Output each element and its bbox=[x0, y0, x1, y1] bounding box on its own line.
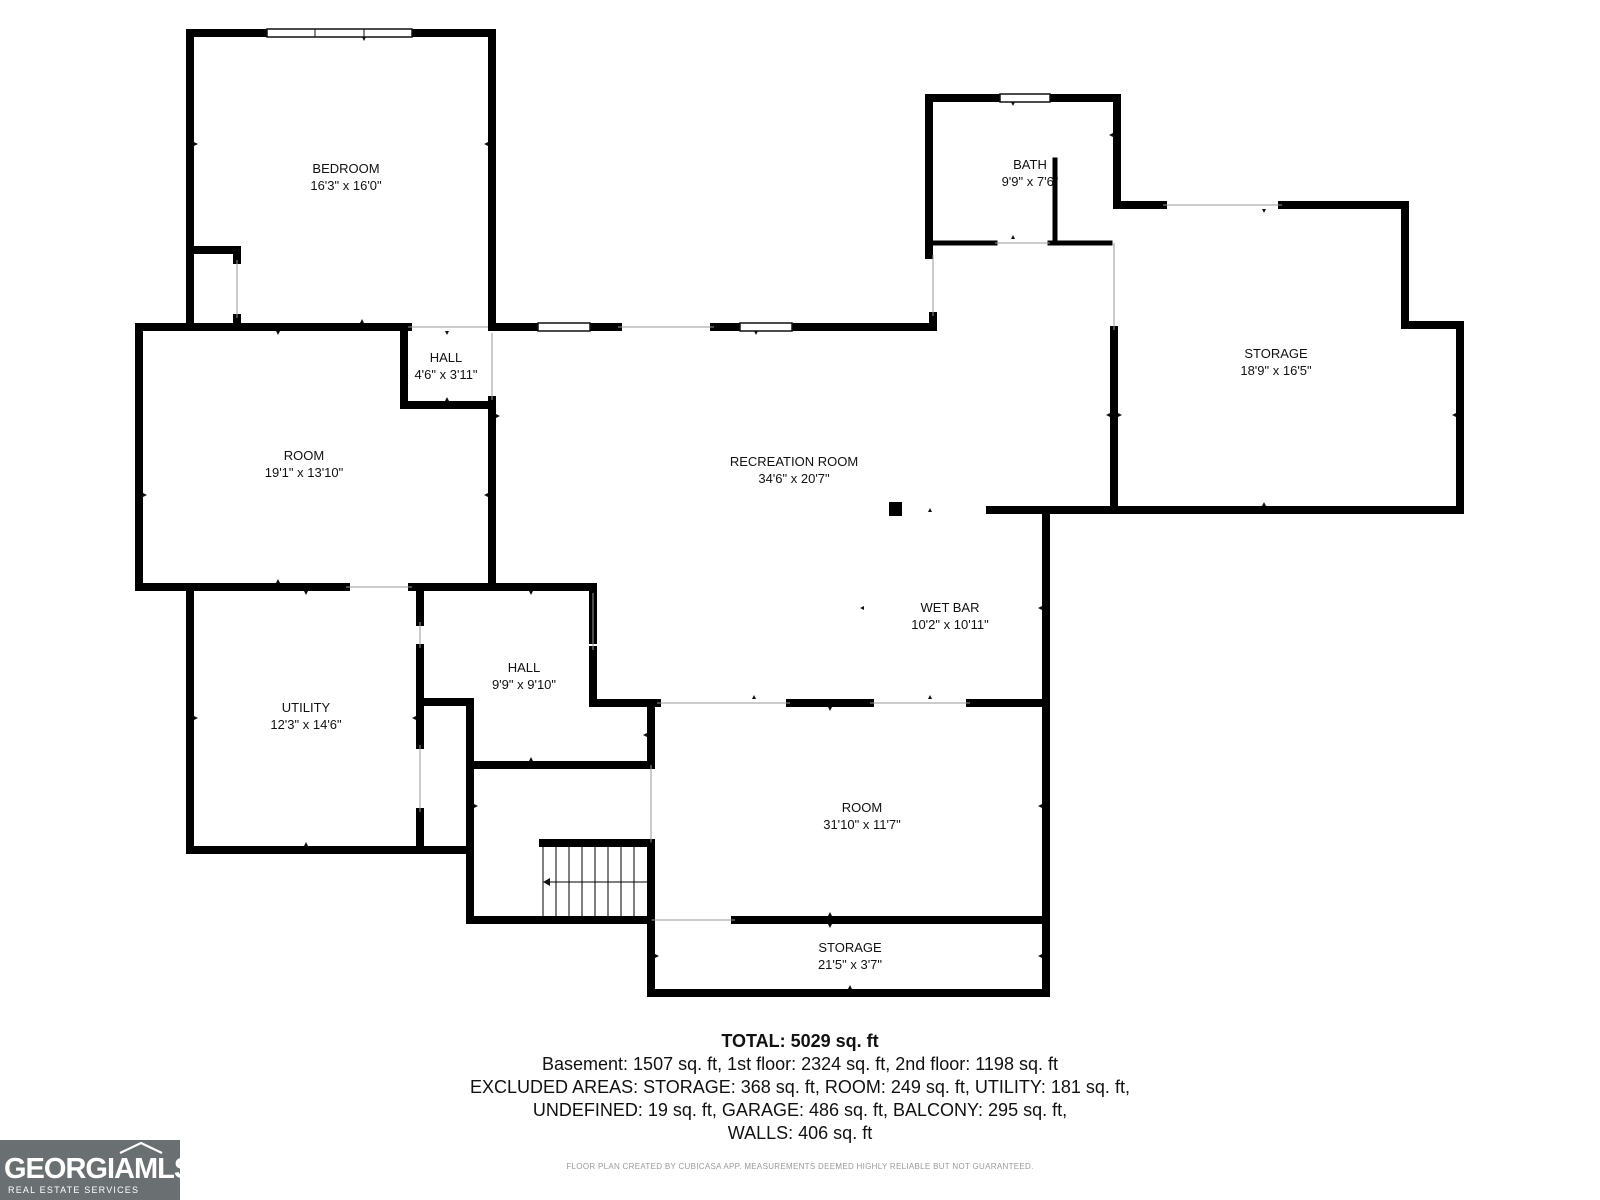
room-dim-recreation: 34'6" x 20'7" bbox=[758, 471, 830, 486]
room-dim-hall-small: 4'6" x 3'11" bbox=[414, 367, 477, 382]
room-name-hall-center: HALL bbox=[508, 660, 541, 675]
wall-storage-east-outline bbox=[1013, 201, 1464, 514]
wall-hall-center-south bbox=[589, 646, 661, 707]
window-rec-north-a bbox=[537, 322, 591, 332]
room-dim-room-west: 19'1" x 13'10" bbox=[265, 465, 344, 480]
room-dim-storage-east: 18'9" x 16'5" bbox=[1240, 363, 1312, 378]
excluded-areas-line-2: UNDEFINED: 19 sq. ft, GARAGE: 486 sq. ft… bbox=[532, 1100, 1068, 1120]
wall-room-west-outline bbox=[135, 323, 412, 591]
roof-icon bbox=[119, 1142, 163, 1154]
dimension-ticks bbox=[143, 37, 1456, 989]
stair-direction-arrow-icon bbox=[543, 878, 550, 886]
wall-utility-outline bbox=[186, 583, 474, 854]
area-summary: TOTAL: 5029 sq. ft Basement: 1507 sq. ft… bbox=[400, 1030, 1200, 1145]
floor-plan-credit: FLOOR PLAN CREATED BY CUBICASA APP. MEAS… bbox=[566, 1162, 1034, 1171]
window-bath-north bbox=[999, 93, 1051, 103]
floor-areas: Basement: 1507 sq. ft, 1st floor: 2324 s… bbox=[542, 1054, 1058, 1074]
room-name-recreation: RECREATION ROOM bbox=[730, 454, 858, 469]
wall-wetbar-column bbox=[889, 502, 902, 516]
room-dim-utility: 12'3" x 14'6" bbox=[270, 717, 342, 732]
excluded-areas-line-3: WALLS: 406 sq. ft bbox=[727, 1123, 873, 1143]
room-labels: BEDROOM 16'3" x 16'0" BATH 9'9" x 7'6" S… bbox=[265, 157, 1312, 972]
room-name-hall-small: HALL bbox=[430, 350, 463, 365]
window-rec-north-b bbox=[739, 322, 793, 332]
room-dim-bath: 9'9" x 7'6" bbox=[1002, 174, 1059, 189]
room-name-storage-east: STORAGE bbox=[1244, 346, 1308, 361]
room-name-room-west: ROOM bbox=[284, 448, 324, 463]
room-dim-room-south: 31'10" x 11'7" bbox=[823, 817, 901, 832]
total-area: TOTAL: 5029 sq. ft bbox=[721, 1031, 879, 1051]
logo-subtitle: REAL ESTATE SERVICES bbox=[8, 1185, 140, 1195]
wall-rec-north-d bbox=[788, 312, 937, 331]
room-name-wet-bar: WET BAR bbox=[921, 600, 980, 615]
logo-name: GEORGIAMLS bbox=[4, 1153, 193, 1185]
openings bbox=[236, 204, 1282, 921]
wall-bedroom-closet bbox=[186, 246, 241, 264]
room-name-bath: BATH bbox=[1013, 157, 1047, 172]
room-name-utility: UTILITY bbox=[282, 700, 331, 715]
room-dim-wet-bar: 10'2" x 10'11" bbox=[911, 617, 989, 632]
room-name-room-south: ROOM bbox=[842, 800, 882, 815]
room-name-bedroom: BEDROOM bbox=[312, 161, 379, 176]
staircase bbox=[542, 842, 652, 921]
room-dim-hall-center: 9'9" x 9'10" bbox=[492, 677, 556, 692]
georgia-mls-logo: GEORGIAMLS REAL ESTATE SERVICES bbox=[0, 1140, 193, 1200]
windows bbox=[266, 28, 1051, 332]
window-bedroom-north bbox=[266, 28, 413, 38]
wall-storage-south-outline bbox=[647, 916, 1050, 997]
room-name-storage-south: STORAGE bbox=[818, 940, 882, 955]
excluded-areas-line-1: EXCLUDED AREAS: STORAGE: 368 sq. ft, ROO… bbox=[470, 1077, 1130, 1097]
room-dim-bedroom: 16'3" x 16'0" bbox=[310, 178, 382, 193]
walls bbox=[135, 29, 1464, 997]
wall-closet-top bbox=[416, 698, 655, 924]
wall-hall-small bbox=[400, 323, 494, 409]
room-dim-storage-south: 21'5" x 3'7" bbox=[818, 957, 882, 972]
